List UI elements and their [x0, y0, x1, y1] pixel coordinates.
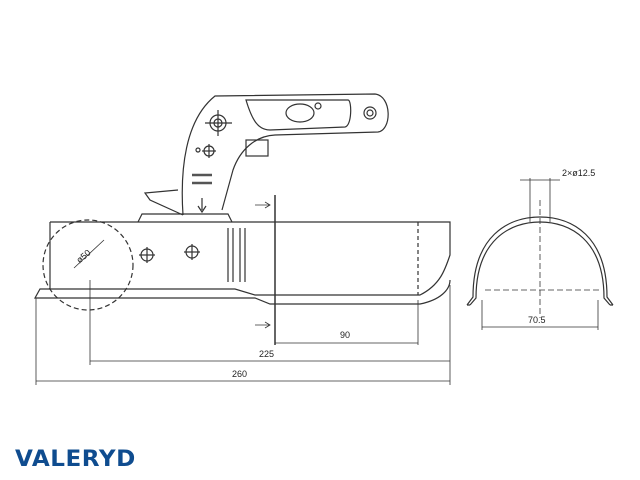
- dimension-lines: [35, 195, 451, 385]
- hole-spec-label: 2×ø12.5: [562, 168, 595, 178]
- coupling-handle: [143, 93, 389, 216]
- mount-length-label: 225: [259, 349, 274, 359]
- profile-cross-section: [466, 178, 614, 330]
- bolt-spacing-label: 90: [340, 330, 350, 340]
- ball-socket-outline: [42, 219, 134, 311]
- ball-diameter-label: ø50: [74, 248, 92, 266]
- profile-width-label: 70.5: [528, 315, 546, 325]
- total-length-label: 260: [232, 369, 247, 379]
- valeryd-logo: VALERYD: [15, 447, 136, 472]
- coupling-body: ø50: [33, 213, 451, 311]
